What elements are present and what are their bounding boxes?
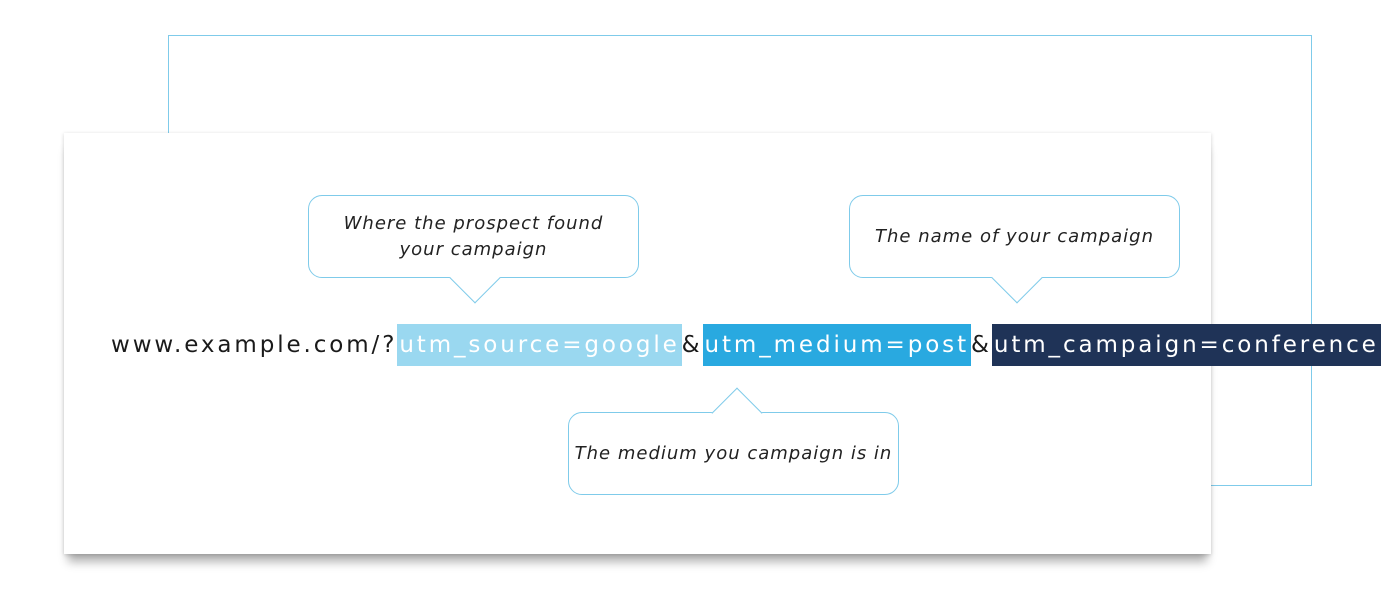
callout-campaign-text: The name of your campaign <box>875 225 1154 247</box>
utm-campaign-segment: utm_campaign=conference <box>991 324 1381 366</box>
callout-medium-pointer <box>711 387 763 439</box>
diagram-card: Where the prospect found your campaign T… <box>64 133 1381 554</box>
callout-campaign: The name of your campaign <box>849 195 1180 304</box>
url-base: www.example.com/? <box>111 332 398 358</box>
callout-campaign-pointer <box>991 252 1043 304</box>
callout-medium: The medium you campaign is in <box>568 387 899 495</box>
utm-medium-segment: utm_medium=post <box>702 324 971 366</box>
callout-source-line1: Where the prospect found <box>343 212 604 234</box>
callout-source: Where the prospect found your campaign <box>308 195 639 304</box>
callout-source-text: Where the prospect found your campaign <box>344 211 604 263</box>
example-url: www.example.com/? utm_source=google & ut… <box>111 324 1381 366</box>
utm-source-segment: utm_source=google <box>397 324 682 366</box>
url-separator-2: & <box>971 332 992 358</box>
callout-medium-text: The medium you campaign is in <box>574 442 893 464</box>
url-separator-1: & <box>681 332 703 358</box>
callout-source-line2: your campaign <box>399 238 548 260</box>
